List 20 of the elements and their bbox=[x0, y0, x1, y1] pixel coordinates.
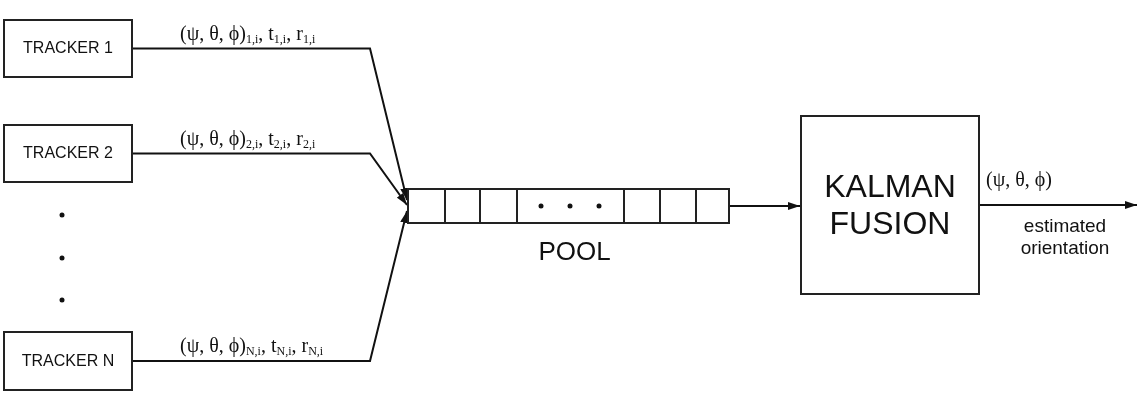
arrow bbox=[729, 202, 801, 210]
arrow bbox=[979, 201, 1138, 209]
node-label: TRACKER 1 bbox=[23, 39, 113, 58]
arrow bbox=[132, 47, 409, 201]
arrow bbox=[132, 210, 408, 362]
output-label: estimated orientation bbox=[1019, 215, 1111, 259]
process-box bbox=[3, 331, 133, 391]
edge-label: (ψ, θ, ϕ)$_{N,i}$, t$_{N,i}$, r$_{N,i}$ bbox=[178, 334, 326, 359]
edge-label: (ψ, θ, ϕ)$_{2,i}$, t$_{2,i}$, r$_{2,i}$ bbox=[178, 127, 318, 152]
arrow bbox=[132, 152, 408, 206]
node-caption: POOL bbox=[538, 236, 611, 267]
edge-label: (ψ, θ, ϕ) bbox=[984, 168, 1054, 190]
edge-label: (ψ, θ, ϕ)$_{1,i}$, t$_{1,i}$, r$_{1,i}$ bbox=[178, 22, 318, 47]
node-label: TRACKER 2 bbox=[23, 144, 113, 163]
node-label: KALMAN FUSION bbox=[823, 168, 957, 242]
process-box bbox=[3, 19, 133, 78]
process-box bbox=[3, 124, 133, 183]
process-box bbox=[800, 115, 980, 295]
node-label: TRACKER N bbox=[21, 351, 115, 371]
queue-box bbox=[407, 188, 730, 224]
